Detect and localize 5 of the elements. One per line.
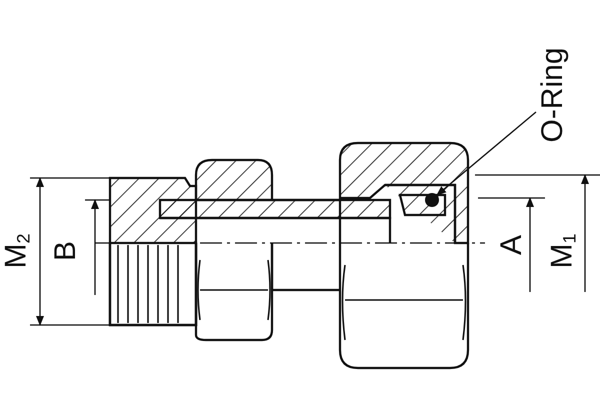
o-ring — [425, 193, 439, 207]
dimension-label: B — [51, 241, 81, 261]
dimension-label: A — [497, 235, 527, 255]
part-label: O-Ring — [538, 47, 568, 143]
leader-line — [436, 112, 536, 196]
